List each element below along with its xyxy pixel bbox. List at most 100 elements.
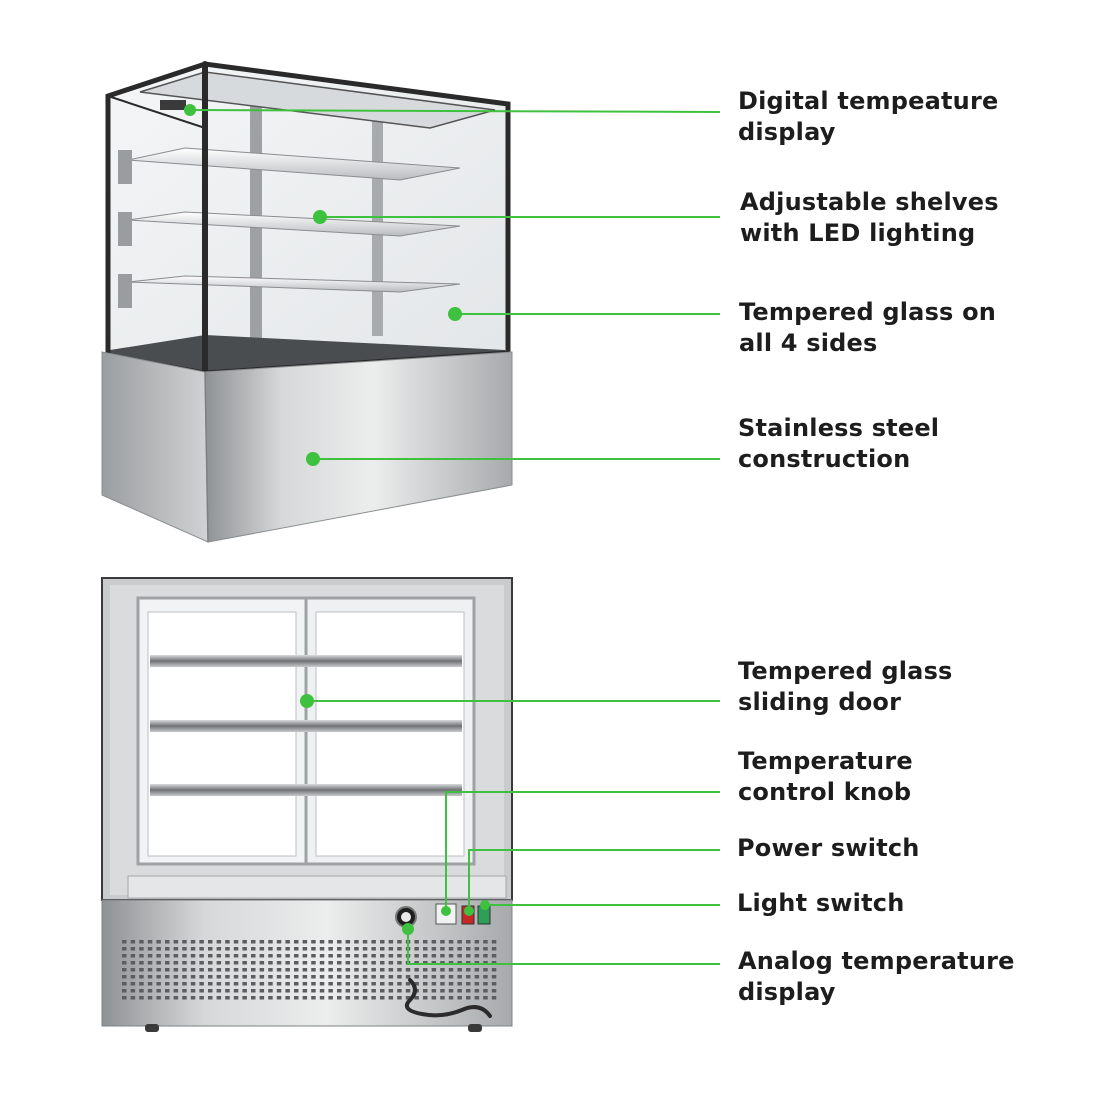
vent-slot [319, 961, 325, 965]
vent-slot [319, 968, 325, 972]
vent-slot [405, 996, 411, 1000]
vent-slot [208, 961, 213, 965]
callout-line: display [738, 978, 836, 1006]
vent-slot [199, 940, 204, 944]
vent-slot [354, 968, 359, 972]
vent-slot [182, 996, 187, 1000]
vent-slot [173, 968, 179, 972]
vent-slot [380, 982, 385, 986]
vent-slot [216, 989, 222, 993]
dot-power-switch [464, 906, 474, 916]
vent-slot [414, 954, 419, 958]
callout-adjustable-shelves: Adjustable shelves with LED lighting [740, 187, 999, 249]
vent-slot [448, 940, 454, 944]
callout-line: Temperature [738, 747, 913, 775]
vent-slot [354, 961, 359, 965]
vent-slot [233, 989, 239, 993]
vent-slot [397, 996, 402, 1000]
vent-slot [276, 982, 282, 986]
vent-slot [491, 940, 497, 944]
vent-slot [233, 961, 239, 965]
vent-slot [147, 947, 153, 951]
vent-slot [457, 996, 462, 1000]
vent-slot [208, 954, 213, 958]
vent-slot [423, 996, 428, 1000]
vent-slot [225, 954, 230, 958]
stainless-base-side [101, 351, 209, 543]
vent-slot [345, 961, 351, 965]
vent-slot [165, 975, 170, 979]
vent-slot [491, 996, 497, 1000]
callout-power-switch: Power switch [737, 833, 920, 864]
dot-adjustable-shelves [313, 210, 327, 224]
callout-temp-knob: Temperature control knob [738, 746, 913, 808]
vent-slot [122, 954, 127, 958]
shelf-bars [150, 655, 462, 796]
vent-slot [259, 989, 265, 993]
vent-slot [216, 968, 222, 972]
stainless-base-front [204, 351, 513, 543]
vent-slot [285, 982, 290, 986]
vent-slot [431, 982, 437, 986]
vent-slot [405, 968, 411, 972]
vent-slot [414, 968, 419, 972]
callout-line: Analog temperature [738, 947, 1015, 975]
vent-slot [466, 961, 471, 965]
vent-slot [190, 982, 196, 986]
vent-slot [242, 989, 247, 993]
vent-slot [285, 996, 290, 1000]
vent-slot [397, 947, 402, 951]
vent-slot [190, 975, 196, 979]
vent-slot [345, 982, 351, 986]
vent-slot [328, 961, 333, 965]
vent-slot [156, 940, 161, 944]
vent-slot [147, 954, 153, 958]
vent-slot [311, 961, 316, 965]
foot-right [468, 1024, 482, 1032]
vent-slot [139, 961, 144, 965]
vent-slot [354, 989, 359, 993]
vent-slot [423, 975, 428, 979]
vent-slot [294, 982, 299, 986]
vent-slot [414, 982, 419, 986]
vent-slot [251, 982, 256, 986]
vent-slot [362, 982, 368, 986]
vent-slot [319, 996, 325, 1000]
callout-dots [184, 104, 490, 935]
vent-slot [371, 947, 376, 951]
vent-slot [233, 975, 239, 979]
vent-slot [251, 947, 256, 951]
vent-slot [302, 996, 308, 1000]
vent-slot [122, 982, 127, 986]
vent-slot [225, 982, 230, 986]
vent-slot [466, 989, 471, 993]
digital-display-panel [160, 100, 186, 110]
leader-digital-display [189, 109, 721, 113]
vent-slot [448, 996, 454, 1000]
vent-slot [328, 954, 333, 958]
vent-slot [362, 989, 368, 993]
vent-slot [139, 968, 144, 972]
vent-slot [173, 989, 179, 993]
vent-slot [216, 975, 222, 979]
vent-slot [147, 968, 153, 972]
vent-slot [397, 982, 402, 986]
vent-slot [190, 954, 196, 958]
vent-slot [147, 975, 153, 979]
vent-slot [199, 975, 204, 979]
vent-slot [285, 961, 290, 965]
vent-slot [156, 968, 161, 972]
vent-slot [268, 947, 273, 951]
vent-slot [448, 975, 454, 979]
vent-slot [182, 989, 187, 993]
vent-slot [311, 954, 316, 958]
vent-slot [156, 989, 161, 993]
vent-slot [457, 975, 462, 979]
vent-slot [328, 940, 333, 944]
vent-slot [457, 954, 462, 958]
vent-slot [199, 947, 204, 951]
vent-slot [345, 996, 351, 1000]
vent-slot [259, 940, 265, 944]
vent-slot [242, 996, 247, 1000]
